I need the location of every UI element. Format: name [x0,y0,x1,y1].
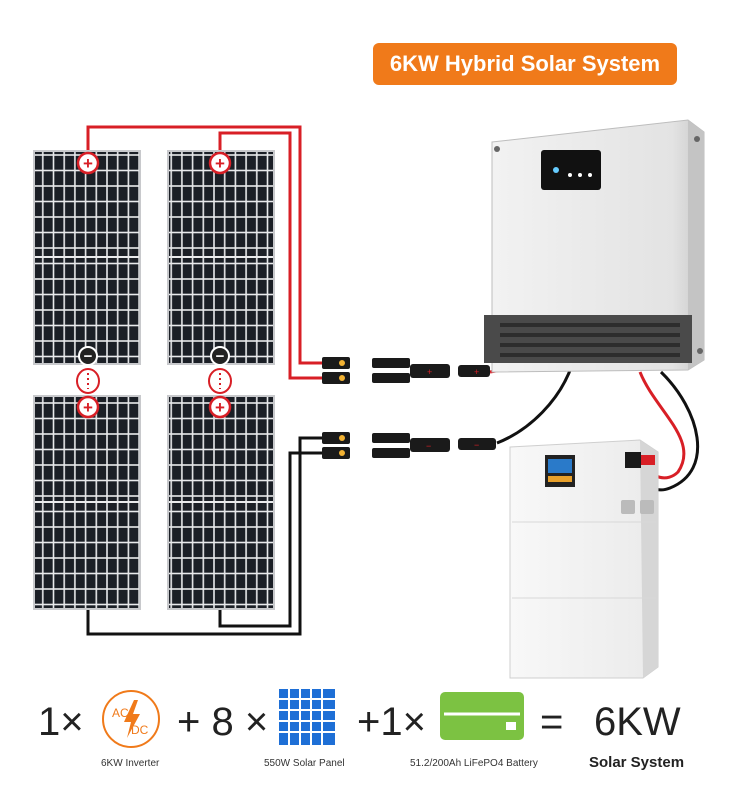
inverter-caption: 6KW Inverter [101,758,160,769]
battery-icon [440,692,524,740]
solar-panel-bottom-left [33,395,141,610]
mc4-connectors-negative: − − [322,432,496,459]
system-formula: 1× AC DC + 8 × +1× = 6KW 6KW In [0,680,733,800]
svg-text:+: + [83,398,93,417]
svg-text:AC: AC [112,706,129,720]
system-result: 6KW [594,700,681,744]
svg-text:+: + [427,367,432,377]
svg-text:−: − [84,348,93,365]
svg-text:+: + [215,398,225,417]
acdc-inverter-icon: AC DC [100,688,162,750]
svg-text:+: + [474,367,479,377]
hybrid-inverter [484,119,705,373]
svg-text:−: − [216,348,225,365]
minus-terminal-icon: − [210,346,230,366]
solar-panel-icon [278,688,336,746]
terminal-markers: + + − − + + [76,151,232,419]
plus-terminal-icon: + [76,151,100,175]
system-title-badge: 6KW Hybrid Solar System [373,43,677,85]
inverter-display [541,150,601,190]
svg-text:+: + [83,154,93,173]
mc4-connectors-positive: + + [322,357,490,384]
plus-terminal-icon: + [76,395,100,419]
svg-text:−: − [474,440,479,450]
inverter-quantity: 1× [38,700,84,744]
panel-quantity: + 8 × [177,700,269,744]
plus-terminal-icon: + [208,395,232,419]
svg-text:DC: DC [131,723,149,737]
panel-caption: 550W Solar Panel [264,758,345,769]
plus-terminal-icon: + [208,151,232,175]
solar-panel-bottom-right [167,395,275,610]
system-diagram: + + − − + + + + [33,119,705,679]
svg-text:−: − [426,441,431,451]
system-title: 6KW Hybrid Solar System [389,51,661,76]
result-caption: Solar System [589,754,685,771]
battery-caption: 51.2/200Ah LiFePO4 Battery [410,758,538,769]
svg-text:+: + [215,154,225,173]
battery-quantity: +1× [357,700,426,744]
equals-sign: = [540,700,564,744]
solar-panel-top-left [33,150,141,365]
lifepo4-battery [509,439,659,679]
minus-terminal-icon: − [78,346,98,366]
solar-panel-top-right [167,150,275,365]
series-links [76,368,232,394]
